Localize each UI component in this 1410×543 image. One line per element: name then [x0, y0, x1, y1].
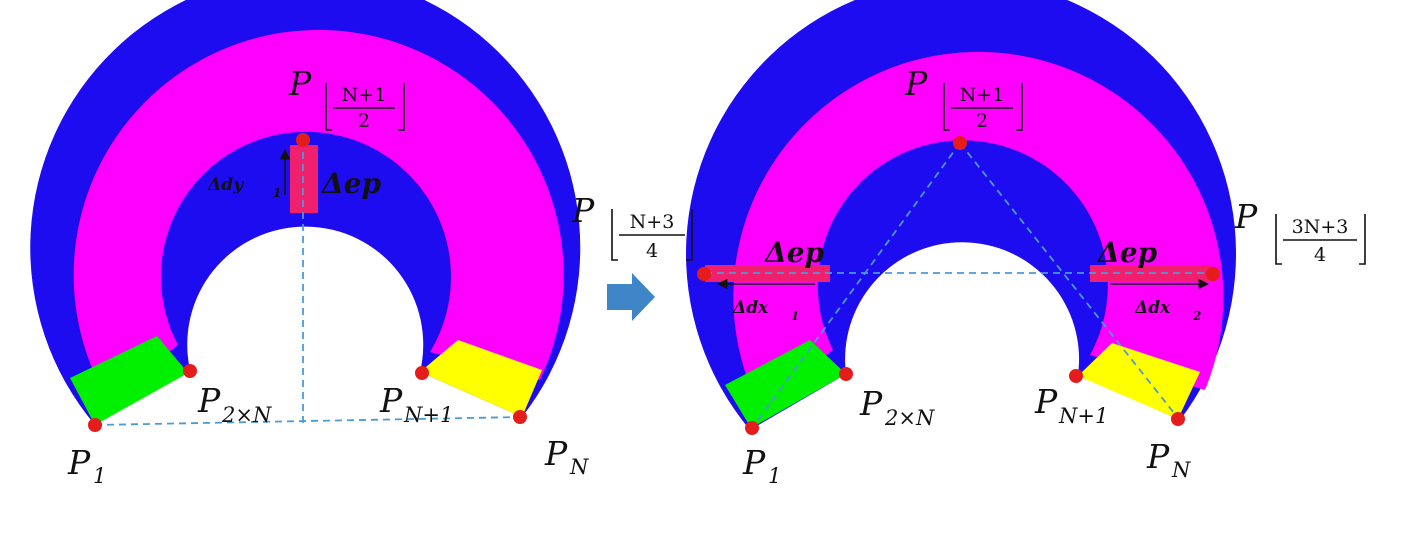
right-label-delta-dx2-sub: 2: [1192, 309, 1201, 323]
right-arch: P N+1 2 P N+3 4 P 3N+3 4 Δep Δep Δdx: [571, 0, 1366, 488]
left-label-top-num: N+1: [342, 84, 387, 106]
right-label-pn1: P: [1034, 382, 1058, 421]
left-middle-band: [73, 29, 564, 400]
right-label-right-num: 3N+3: [1292, 216, 1349, 238]
right-point-pn1: [1069, 369, 1083, 383]
left-point-pn: [513, 410, 527, 424]
left-label-p2n: P: [197, 381, 221, 420]
right-yellow-block: [1078, 343, 1200, 419]
right-label-delta-ep-right: Δep: [1096, 236, 1158, 269]
right-label-top-den: 2: [976, 110, 988, 132]
right-label-right: P 3N+3 4: [1234, 197, 1366, 266]
left-label-pn-sub: N: [569, 455, 589, 479]
right-label-pn-sub: N: [1171, 458, 1191, 482]
left-delta-ep-strip: [290, 145, 318, 213]
left-point-p1: [88, 418, 102, 432]
right-label-left-main: P: [571, 191, 595, 230]
right-label-top: P N+1 2: [904, 64, 1023, 132]
right-point-p1: [745, 421, 759, 435]
right-label-delta-dx2: Δdx: [1134, 298, 1171, 318]
left-green-block: [70, 336, 188, 425]
right-point-right: [1206, 267, 1220, 281]
right-middle-band: [733, 51, 1224, 409]
right-point-p2n: [839, 367, 853, 381]
right-label-delta-ep-left: Δep: [763, 236, 825, 269]
right-label-delta-dx1-sub: 1: [791, 309, 799, 323]
right-label-top-num: N+1: [960, 84, 1005, 106]
right-point-pn: [1171, 412, 1185, 426]
left-label-top-den: 2: [358, 110, 370, 132]
right-label-delta-dx1: Δdx: [732, 298, 769, 318]
right-label-right-main: P: [1234, 197, 1258, 236]
right-label-p2n: P: [859, 384, 883, 423]
left-label-pn: P: [544, 434, 568, 473]
right-label-left-num: N+3: [630, 211, 675, 233]
right-point-left: [697, 267, 711, 281]
right-point-top: [953, 136, 967, 150]
left-label-top-main: P: [288, 64, 312, 103]
right-label-pn1-sub: N+1: [1058, 404, 1108, 428]
right-guide-tri-right: [959, 142, 1179, 419]
left-point-pn1: [415, 366, 429, 380]
left-label-pn1: P: [379, 381, 403, 420]
left-label-top: P N+1 2: [288, 64, 405, 132]
right-guide-tri-left: [751, 142, 961, 429]
left-guide-base: [94, 416, 523, 426]
left-yellow-block: [420, 340, 542, 417]
left-label-p1-sub: 1: [93, 464, 106, 488]
left-label-pn1-sub: N+1: [403, 403, 453, 427]
right-label-left: P N+3 4: [571, 191, 693, 262]
right-label-pn: P: [1146, 437, 1170, 476]
left-label-p2n-sub: 2×N: [221, 403, 272, 427]
right-label-p2n-sub: 2×N: [884, 406, 935, 430]
left-point-top: [296, 133, 310, 147]
left-arch: P N+1 2 Δep Δdy 1 P 1 P 2×N P N+1 P N: [30, 0, 589, 488]
right-label-right-den: 4: [1314, 244, 1326, 266]
right-label-p1-sub: 1: [768, 464, 781, 488]
left-label-delta-ep: Δep: [320, 167, 382, 200]
left-point-p2n: [183, 364, 197, 378]
right-green-block: [725, 340, 846, 428]
left-label-delta-dy-sub: 1: [273, 186, 281, 200]
right-arrow-icon: [607, 273, 655, 321]
right-label-top-main: P: [904, 64, 928, 103]
right-label-left-den: 4: [646, 240, 658, 262]
left-label-delta-dy: Δdy: [207, 175, 244, 195]
left-label-p1: P: [67, 443, 91, 482]
right-label-p1: P: [742, 443, 766, 482]
